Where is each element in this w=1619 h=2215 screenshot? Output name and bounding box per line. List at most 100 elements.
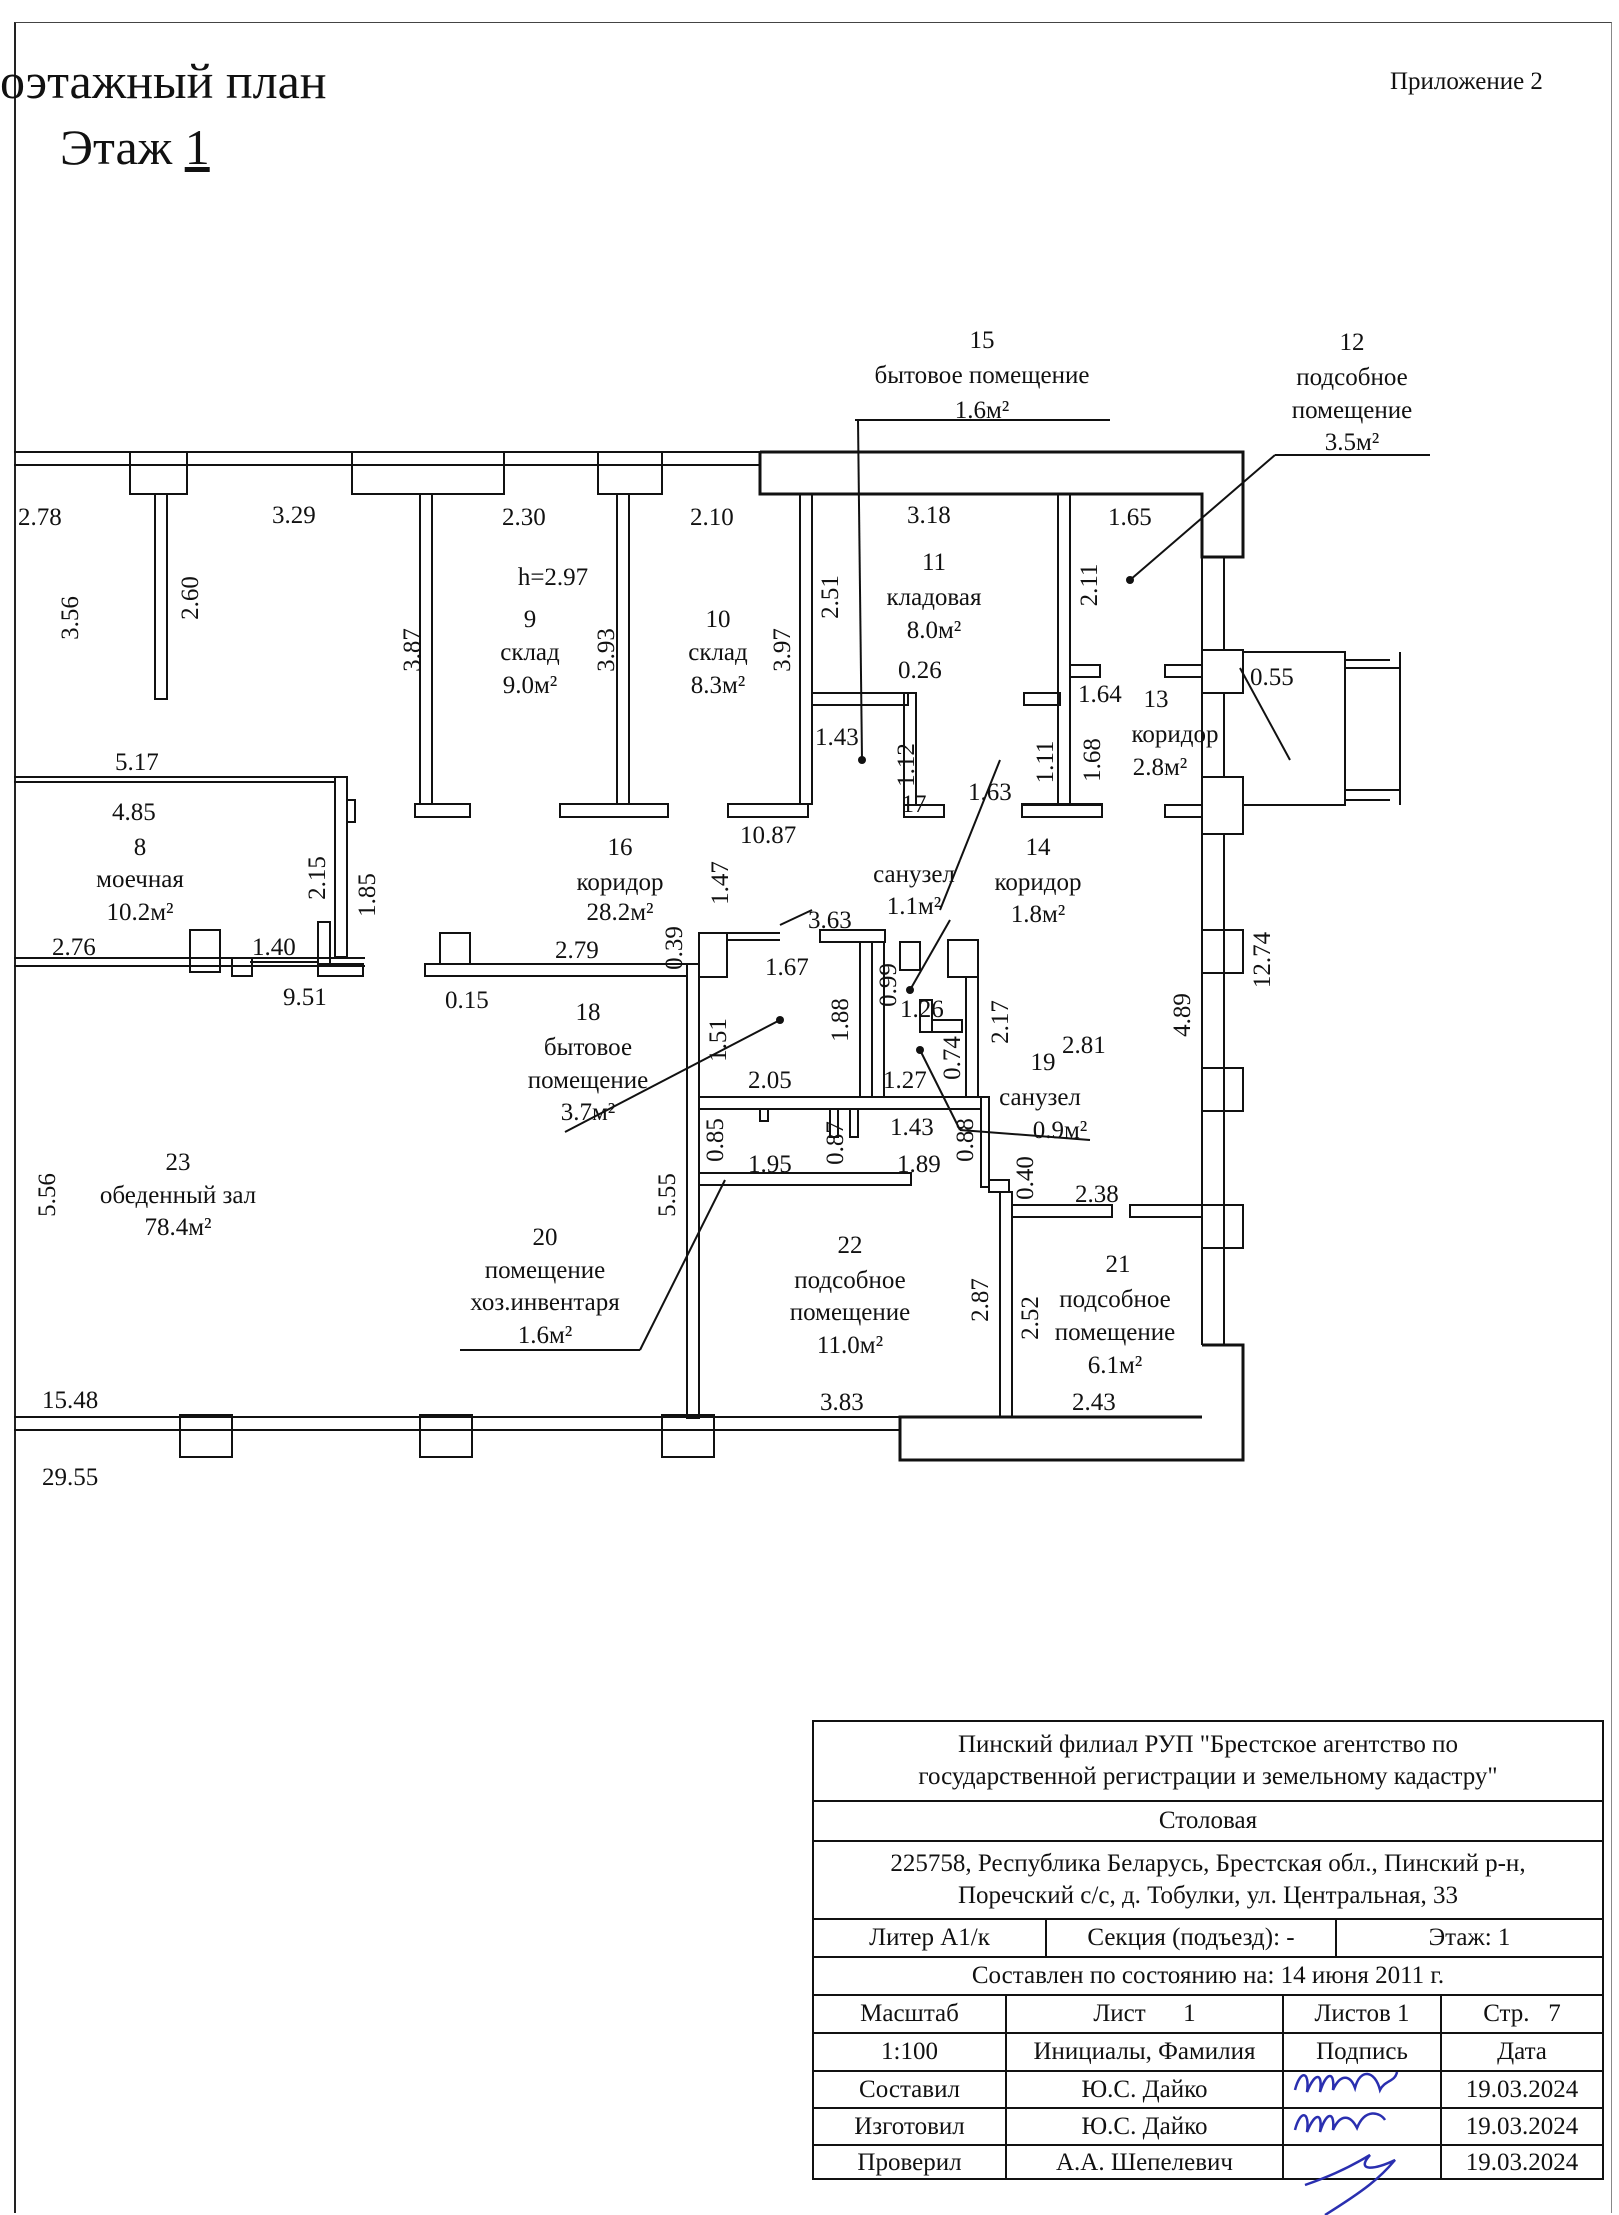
window xyxy=(1201,1204,1244,1249)
dimension: 3.29 xyxy=(272,502,316,529)
partition xyxy=(346,799,356,823)
window xyxy=(1201,929,1244,974)
dimension: 2.17 xyxy=(987,1000,1014,1044)
dimension: 2.15 xyxy=(304,856,331,900)
room-13-area: 2.8м² xyxy=(1133,754,1188,781)
leader-dot xyxy=(858,756,866,764)
dimension: 3.93 xyxy=(593,628,620,672)
leader-line xyxy=(939,859,961,911)
door-frame xyxy=(1201,649,1244,694)
room-9-number: 9 xyxy=(524,606,537,633)
dimension: 2.87 xyxy=(967,1278,994,1322)
partition xyxy=(988,1179,1010,1193)
leader-line xyxy=(959,759,1001,861)
dimension: 1.95 xyxy=(748,1151,792,1178)
stamp-sheet-row: Масштаб Лист 1 Листов 1 Стр. 7 xyxy=(814,1996,1602,2034)
door-frame xyxy=(189,929,221,973)
plan-title: оэтажный план xyxy=(0,53,327,109)
partition xyxy=(829,1108,839,1138)
stamp-person: А.А. Шепелевич xyxy=(1007,2146,1284,2180)
stamp-sheet: Лист 1 xyxy=(1007,1996,1284,2032)
stamp-section: Секция (подъезд): - xyxy=(1047,1920,1337,1956)
ceiling-height: h=2.97 xyxy=(518,564,588,591)
room-17-area: 1.1м² xyxy=(887,893,942,920)
dimension: 5.17 xyxy=(115,749,159,776)
room-20-name: помещение xyxy=(485,1257,606,1284)
room-20-name-2: хоз.инвентаря xyxy=(470,1289,620,1316)
room-14-area: 1.8м² xyxy=(1011,901,1066,928)
dimension: 0.55 xyxy=(1250,664,1294,691)
stamp-signature xyxy=(1284,2109,1442,2144)
room-22-area: 11.0м² xyxy=(817,1332,883,1359)
room-15-area: 1.6м² xyxy=(955,397,1010,424)
room-16-name: коридор xyxy=(577,869,664,896)
dimension: 5.55 xyxy=(654,1173,681,1217)
room-12-number: 12 xyxy=(1340,329,1365,356)
signature xyxy=(1304,2153,1396,2215)
room-12-name: подсобное xyxy=(1296,364,1407,391)
stamp-date: 19.03.2024 xyxy=(1465,2075,1579,2103)
entrance-stairs xyxy=(1243,651,1346,806)
room-18-name: бытовое xyxy=(544,1034,632,1061)
leader-dots xyxy=(776,576,1134,1054)
partition xyxy=(903,804,945,818)
stamp-role: Проверил xyxy=(814,2146,1007,2180)
partition xyxy=(1057,493,1071,805)
leader-line xyxy=(919,1049,961,1131)
dimension: 0.87 xyxy=(822,1121,849,1165)
dimension: 1.64 xyxy=(1078,681,1122,708)
dimension: 4.89 xyxy=(1169,993,1196,1037)
signature xyxy=(1293,2071,1399,2094)
stamp-role: Изготовил xyxy=(814,2109,1007,2144)
room-15-number: 15 xyxy=(970,327,995,354)
partition xyxy=(559,803,669,818)
room-labels: 15 бытовое помещение 1.6м² 12 подсобное … xyxy=(96,327,1412,1379)
room-11-number: 11 xyxy=(922,549,946,576)
stamp-sheets: Листов 1 xyxy=(1284,1996,1442,2032)
room-8-area: 10.2м² xyxy=(106,899,173,926)
dimension: 1.43 xyxy=(890,1114,934,1141)
dimension: 1.11 xyxy=(1032,741,1059,784)
room-19-number: 19 xyxy=(1031,1049,1056,1076)
stamp-page: Стр. 7 xyxy=(1442,1996,1602,2032)
dimension: 1.63 xyxy=(968,779,1012,806)
window xyxy=(351,451,505,495)
floor-label: Этаж xyxy=(60,119,173,175)
partition xyxy=(698,1172,912,1186)
window xyxy=(129,451,188,495)
room-14-name: коридор xyxy=(995,869,1082,896)
room-9-name: склад xyxy=(500,639,560,666)
partition xyxy=(317,963,364,977)
room-10-name: склад xyxy=(688,639,748,666)
partition xyxy=(424,963,688,977)
partition xyxy=(1011,1204,1113,1218)
dimension: 2.10 xyxy=(690,504,734,531)
room-12-area: 3.5м² xyxy=(1325,429,1380,456)
stamp-page-value: 7 xyxy=(1548,2000,1561,2027)
leader-dot xyxy=(916,1046,924,1054)
dimension: 2.52 xyxy=(1017,1296,1044,1340)
dimension: 1.12 xyxy=(893,743,920,787)
stamp-liter-row: Литер А1/к Секция (подъезд): - Этаж: 1 xyxy=(814,1920,1602,1958)
partition xyxy=(947,939,979,978)
leader-dot xyxy=(1126,576,1134,584)
partition xyxy=(698,1096,982,1110)
stamp-initials-label: Инициалы, Фамилия xyxy=(1007,2034,1284,2070)
floor-heading: Этаж 1 xyxy=(60,118,210,176)
leader-line xyxy=(1129,454,1276,581)
signature-marks xyxy=(1293,2071,1399,2215)
stamp-asof-row: Составлен по состоянию на: 14 июня 2011 … xyxy=(814,1958,1602,1996)
partition xyxy=(1129,1204,1203,1218)
stamp-person-row: Проверил А.А. Шепелевич 19.03.2024 xyxy=(814,2146,1602,2180)
dimension: 3.56 xyxy=(57,596,84,640)
room-9-area: 9.0м² xyxy=(503,672,558,699)
stamp-org-line1: Пинский филиал РУП "Брестское агентство … xyxy=(957,1731,1459,1758)
room-21-area: 6.1м² xyxy=(1088,1352,1143,1379)
dimension: 0.39 xyxy=(661,926,688,970)
partition xyxy=(819,929,886,943)
stamp-person-row: Составил Ю.С. Дайко 19.03.2024 xyxy=(814,2072,1602,2109)
room-11-name: кладовая xyxy=(886,584,982,611)
dimension: 1.26 xyxy=(900,996,944,1023)
dimension: 1.47 xyxy=(707,861,734,905)
leader-line xyxy=(639,1179,726,1351)
